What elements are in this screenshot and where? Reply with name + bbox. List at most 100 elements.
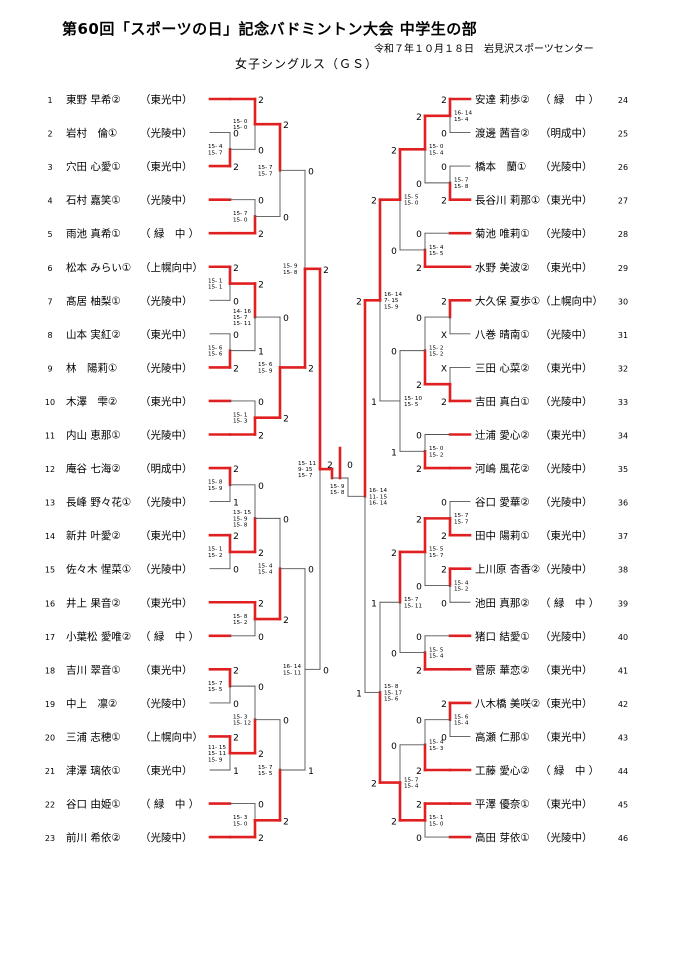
player-number: 8 (47, 331, 52, 340)
final-score: 15- 8 (330, 490, 345, 496)
final-result-left: 2 (327, 461, 333, 471)
match-score: 15- 3 (233, 815, 248, 821)
player-name: 平澤 優奈① (475, 798, 530, 811)
player-number: 25 (618, 130, 628, 139)
match-score: 15- 0 (233, 217, 248, 223)
match-score: 15- 9 (384, 304, 399, 310)
match-result: 0 (283, 213, 289, 223)
match-score: 11- 15 (369, 494, 387, 500)
player-number: 27 (618, 197, 628, 206)
match-score: 13- 15 (233, 510, 251, 516)
player-name: 髙居 柚梨① (66, 294, 121, 307)
match-result: 1 (308, 767, 314, 777)
player-number: 3 (47, 163, 52, 172)
match-result: 0 (441, 733, 447, 743)
player-school: （ 緑 中 ） (140, 227, 199, 240)
match-result: 1 (371, 398, 377, 408)
match-score: 15- 2 (429, 345, 443, 351)
match-result: 1 (356, 689, 362, 699)
match-score: 15- 9 (233, 516, 248, 522)
match-result: 2 (233, 163, 239, 173)
match-result: 2 (233, 666, 239, 676)
player-school: （東光中） (540, 261, 593, 274)
match-score: 15- 11 (233, 321, 251, 327)
match-result: 0 (416, 314, 422, 324)
match-result: 2 (416, 381, 422, 391)
player-name: 橋本 蘭① (475, 160, 526, 173)
match-score: 15- 7 (258, 165, 273, 171)
player-name: 八木橋 美咲② (475, 697, 540, 710)
player-name: 渡邊 茜音② (475, 127, 530, 140)
match-result: 0 (258, 633, 264, 643)
match-result: 0 (416, 633, 422, 643)
match-result: 2 (258, 834, 264, 844)
match-score: 15- 2 (429, 452, 443, 458)
match-result: 0 (283, 717, 289, 727)
match-score: 16- 14 (369, 500, 387, 506)
player-name: 長谷川 莉那① (475, 195, 540, 207)
player-name: 東野 早希② (66, 93, 121, 106)
match-score: 15- 1 (233, 413, 248, 419)
player-name: 小葉松 愛唯② (66, 630, 131, 643)
match-result: 1 (258, 348, 264, 358)
player-name: 猪口 結愛① (475, 630, 530, 643)
player-name: 吉川 翠音① (66, 663, 121, 676)
match-score: 15- 11 (298, 461, 316, 467)
player-number: 6 (47, 264, 52, 273)
player-number: 5 (47, 230, 52, 239)
match-result: 0 (391, 742, 397, 752)
date-venue: 令和７年１０月１８日 岩見沢スポーツセンター (374, 44, 594, 55)
player-name: 安達 莉歩② (475, 93, 530, 106)
match-score: 15- 7 (429, 553, 444, 559)
player-number: 10 (45, 398, 55, 407)
match-result: 2 (258, 549, 264, 559)
player-name: 菅原 華恋② (475, 663, 530, 676)
match-score: 15- 11 (208, 751, 226, 757)
match-score: 15- 0 (429, 144, 444, 150)
player-school: （上幌向中） (540, 294, 603, 307)
match-score: 16- 14 (369, 488, 387, 494)
match-result: 2 (416, 767, 422, 777)
player-name: 辻浦 愛心② (475, 429, 530, 442)
match-result: 0 (283, 314, 289, 324)
player-number: 35 (618, 465, 628, 474)
match-score: 15- 0 (404, 201, 419, 207)
match-result: 2 (441, 398, 447, 408)
match-result: 2 (416, 113, 422, 123)
player-number: 34 (618, 432, 628, 441)
match-score: 15- 4 (258, 570, 273, 576)
match-score: 16- 14 (283, 664, 301, 670)
match-score: 15- 7 (208, 681, 223, 687)
match-result: 1 (371, 599, 377, 609)
player-school: （東光中） (540, 663, 593, 676)
match-result: 2 (441, 532, 447, 542)
match-result: 0 (283, 515, 289, 525)
player-name: 石村 嘉笑① (66, 194, 121, 207)
player-name: 山本 実紅② (66, 328, 121, 341)
player-name: 木澤 雫② (66, 396, 117, 408)
player-name: 吉田 真白① (475, 395, 530, 408)
match-score: 15- 0 (233, 125, 248, 131)
match-score: 15- 2 (429, 352, 443, 358)
match-result: 0 (233, 700, 239, 710)
match-score: 15- 4 (404, 784, 419, 790)
match-result: 2 (233, 532, 239, 542)
player-school: （光陵中） (540, 563, 593, 576)
match-result: 2 (371, 197, 377, 207)
player-number: 28 (618, 230, 628, 239)
player-school: （光陵中） (540, 496, 593, 509)
player-school: （光陵中） (540, 462, 593, 475)
match-score: 15- 5 (208, 687, 223, 693)
match-result: 2 (258, 281, 264, 291)
player-number: 4 (47, 197, 52, 206)
match-score: 15- 9 (208, 757, 223, 763)
player-school: （光陵中） (140, 831, 193, 844)
match-result: 2 (233, 465, 239, 475)
player-school: （東光中） (140, 395, 193, 408)
match-result: 0 (441, 599, 447, 609)
player-number: 11 (45, 432, 55, 441)
player-number: 22 (45, 801, 55, 810)
match-result: 2 (258, 750, 264, 760)
match-score: 15- 4 (258, 564, 273, 570)
